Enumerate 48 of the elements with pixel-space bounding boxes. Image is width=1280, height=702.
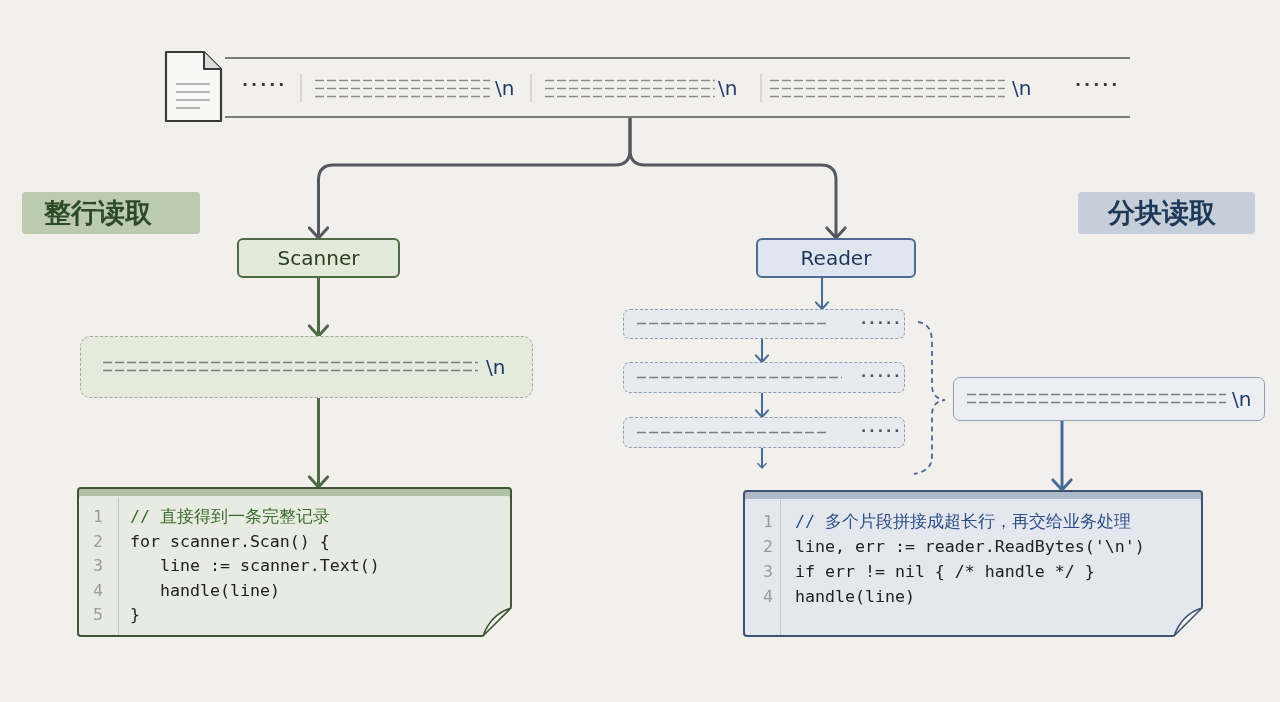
code-line: handle(line) — [160, 579, 280, 602]
process-box: Reader — [756, 238, 916, 278]
code-line: handle(line) — [795, 586, 915, 608]
line-number: 3 — [92, 555, 104, 577]
line-number: 4 — [762, 586, 774, 608]
code-panel — [77, 487, 512, 637]
code-line: line, err := reader.ReadBytes('\n') — [795, 536, 1145, 558]
chunk-box — [623, 362, 905, 393]
line-number: 3 — [762, 561, 774, 583]
line-number: 1 — [762, 511, 774, 533]
code-line: for scanner.Scan() { — [130, 530, 330, 553]
ellipsis: ····· — [861, 367, 903, 386]
line-number: 1 — [92, 506, 104, 528]
ellipsis: ····· — [1075, 75, 1121, 95]
line-number: 2 — [92, 530, 104, 553]
newline-escape: \n — [1012, 75, 1032, 102]
code-line: } — [130, 604, 140, 626]
line-number: 5 — [92, 604, 104, 626]
line-number: 4 — [92, 579, 104, 602]
code-comment: // 多个片段拼接成超长行，再交给业务处理 — [795, 511, 1131, 533]
arrow — [754, 338, 770, 363]
arrow — [1051, 421, 1073, 492]
ellipsis: ····· — [242, 75, 288, 95]
newline-escape: \n — [1232, 385, 1252, 413]
chunk-box — [623, 417, 905, 448]
arrow — [814, 277, 830, 310]
stream-band — [225, 57, 1130, 118]
chunk-box — [623, 309, 905, 339]
code-panel — [743, 490, 1203, 637]
record-box — [953, 377, 1265, 421]
arrow — [757, 447, 767, 469]
ellipsis: ····· — [861, 313, 903, 333]
newline-escape: \n — [495, 75, 515, 102]
section-heading: 分块读取 — [1078, 192, 1255, 234]
arrow — [307, 278, 330, 338]
code-line: if err != nil { /* handle */ } — [795, 561, 1095, 583]
code-line: line := scanner.Text() — [160, 555, 380, 577]
newline-escape: \n — [486, 353, 506, 381]
line-number: 2 — [762, 536, 774, 558]
process-box: Scanner — [237, 238, 400, 278]
ellipsis: ····· — [861, 422, 903, 441]
record-box — [80, 336, 533, 398]
arrow — [754, 392, 770, 418]
code-comment: // 直接得到一条完整记录 — [130, 506, 330, 528]
arrow — [307, 398, 330, 489]
arrow — [628, 118, 847, 240]
newline-escape: \n — [718, 75, 738, 102]
section-heading: 整行读取 — [22, 192, 200, 234]
